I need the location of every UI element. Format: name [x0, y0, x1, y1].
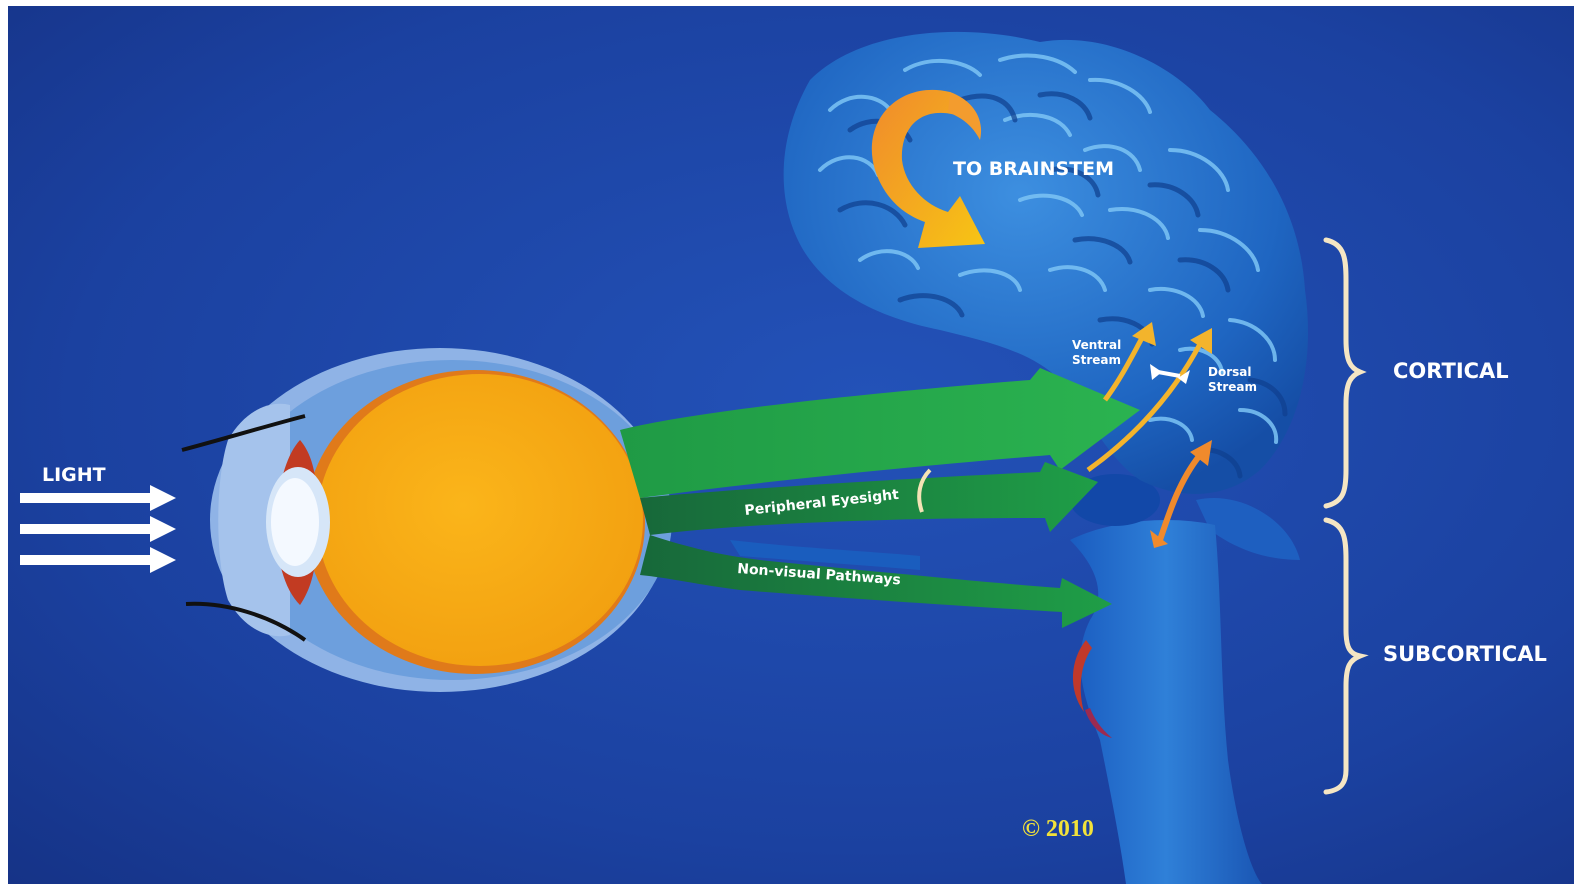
light-label: LIGHT	[42, 464, 106, 486]
subcortical-label: SUBCORTICAL	[1383, 642, 1547, 666]
ventral-stream-label-1: Ventral	[1072, 338, 1121, 352]
ventral-stream-label-2: Stream	[1072, 353, 1121, 367]
dorsal-stream-label-2: Stream	[1208, 380, 1257, 394]
cortical-label: CORTICAL	[1393, 359, 1509, 383]
to-brainstem-label: TO BRAINSTEM	[953, 158, 1114, 180]
dorsal-stream-label-1: Dorsal	[1208, 365, 1251, 379]
copyright-text: © 2010	[1022, 816, 1094, 842]
light-arrows	[20, 485, 176, 573]
